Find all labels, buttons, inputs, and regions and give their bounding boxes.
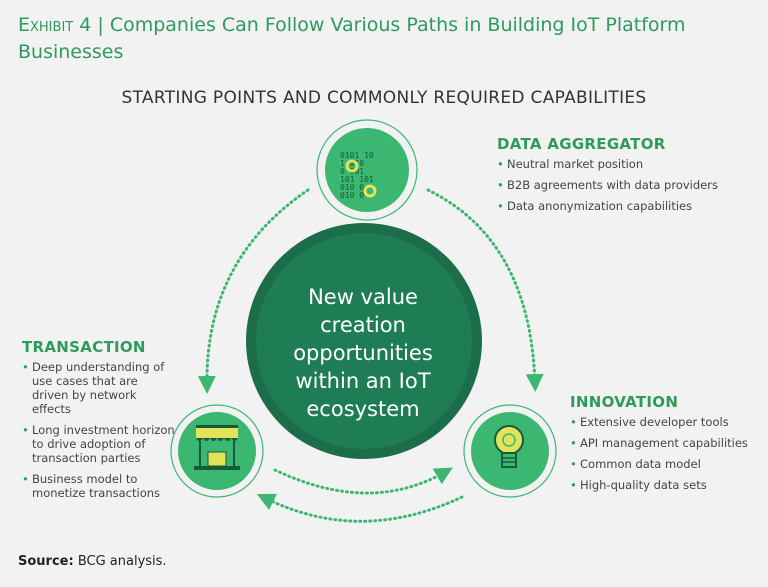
exhibit-number: Exhibit 4: [18, 14, 92, 36]
data-aggregator-heading: DATA AGGREGATOR: [497, 135, 666, 153]
source-label: Source:: [18, 554, 74, 569]
exhibit-title-text: Companies Can Follow Various Paths in Bu…: [18, 14, 686, 63]
source-note: Source: BCG analysis.: [18, 554, 167, 569]
arrow-top-to-left: [197, 188, 310, 394]
list-item: Extensive developer tools: [570, 415, 760, 429]
gear-icon: [363, 184, 377, 198]
list-item: Long investment horizon to drive adoptio…: [22, 423, 177, 465]
transaction-node: [170, 404, 264, 498]
list-item: Neutral market position: [497, 157, 757, 171]
source-text: BCG analysis.: [77, 554, 167, 569]
subtitle: STARTING POINTS AND COMMONLY REQUIRED CA…: [121, 88, 647, 108]
gear-icon: [345, 159, 359, 173]
innovation-heading: INNOVATION: [570, 393, 679, 411]
transaction-block: TRANSACTION Deep understanding of use ca…: [22, 338, 177, 507]
list-item: B2B agreements with data providers: [497, 178, 757, 192]
list-item: Data anonymization capabilities: [497, 199, 757, 213]
center-text: New value creation opportunities within …: [293, 285, 433, 421]
svg-text:010 0: 010 0: [340, 191, 364, 200]
arrow-right-to-left: [256, 493, 464, 523]
storefront-icon: [194, 425, 240, 470]
svg-text:0101 10: 0101 10: [340, 151, 374, 160]
svg-text:1 010: 1 010: [340, 159, 364, 168]
lightbulb-icon: [494, 425, 524, 468]
data-aggregator-block: DATA AGGREGATOR Neutral market position …: [497, 135, 757, 220]
svg-text:010 0: 010 0: [340, 183, 364, 192]
center-circle: [256, 233, 472, 449]
transaction-heading: TRANSACTION: [22, 338, 146, 356]
list-item: Common data model: [570, 457, 760, 471]
innovation-node: [463, 404, 557, 498]
separator: |: [91, 14, 110, 36]
svg-text:101 101: 101 101: [340, 175, 374, 184]
arrow-left-to-right: [273, 467, 453, 495]
innovation-block: INNOVATION Extensive developer tools API…: [570, 393, 760, 499]
list-item: Deep understanding of use cases that are…: [22, 360, 177, 416]
exhibit-title: Exhibit 4 | Companies Can Follow Various…: [18, 12, 738, 66]
list-item: API management capabilities: [570, 436, 760, 450]
list-item: High-quality data sets: [570, 478, 760, 492]
list-item: Business model to monetize transactions: [22, 472, 177, 500]
